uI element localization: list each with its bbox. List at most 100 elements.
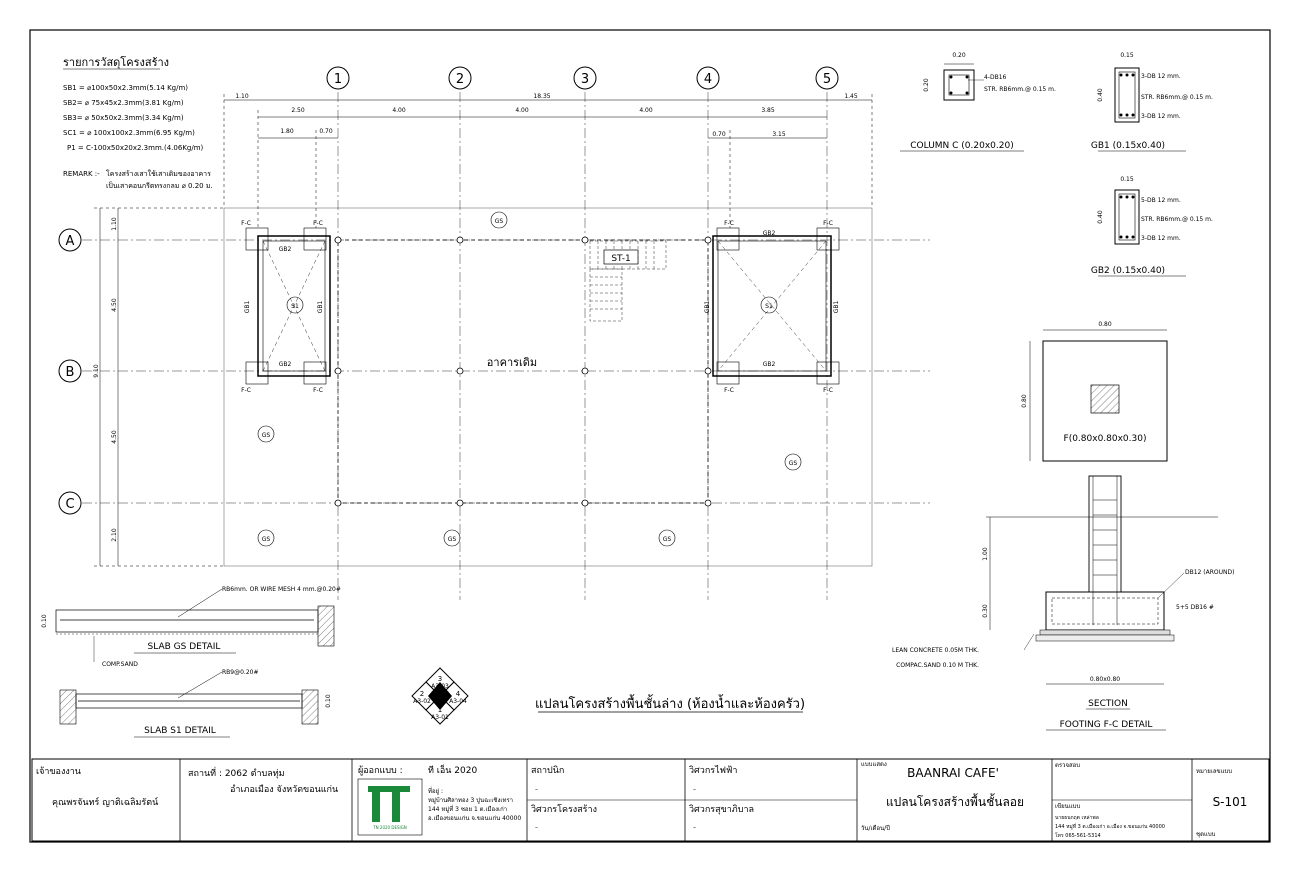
drawing-label: 4.00 <box>639 107 653 114</box>
drawing-label: เขียนแบบ <box>1055 802 1080 810</box>
drawing-label: หมายเลขแบบ <box>1196 768 1232 775</box>
drawing-label: GS <box>663 536 672 543</box>
structural-engineer-label: วิศวกรโครงสร้าง <box>531 804 597 815</box>
drawing-label: 5 <box>823 72 831 87</box>
drawing-label: STR. RB6mm.@ 0.15 m. <box>984 86 1056 93</box>
existing-building-outline <box>337 239 709 504</box>
drawing-label: RB6mm. OR WIRE MESH 4 mm.@0.20# <box>222 586 341 593</box>
drawing-label: COMPAC.SAND 0.10 M THK. <box>896 662 979 669</box>
drawing-label: GS <box>495 218 504 225</box>
grid-bubble-2: 2 <box>448 66 472 90</box>
drawing-label: 2 <box>456 72 464 87</box>
drawing-label: 0.30 <box>982 604 989 618</box>
drawing-label: แบบแสดง <box>861 761 887 768</box>
grid-bubble-A: A <box>58 228 82 252</box>
gb1-detail: 0.15 0.40 3-DB 12 mm. STR. RB6mm.@ 0.15 … <box>1091 52 1213 152</box>
drawing-label: STR. RB6mm.@ 0.15 m. <box>1141 94 1213 101</box>
drawing-label: F-C <box>724 220 734 227</box>
sheet-border <box>29 29 1271 843</box>
plan-title: แปลนโครงสร้างพื้นชั้นล่าง (ห้องน้ำและห้อ… <box>535 694 805 712</box>
drawing-label: GB2 <box>279 361 292 368</box>
owner-label: เจ้าของงาน <box>36 766 81 777</box>
drawing-label: 4-DB16 <box>984 74 1007 81</box>
drawing-label: 144 หมู่ที่ 3 ต.เมืองเก่า อ.เมือง จ.ขอนแ… <box>1055 823 1165 830</box>
drawing-label: 1.80 <box>280 128 294 135</box>
grid-bubble-1: 1 <box>326 66 350 90</box>
drawing-label: 18.35 <box>533 93 550 100</box>
grid-bubbles: 1 2 3 4 5 A B C <box>58 66 839 515</box>
drawing-label: 0.70 <box>712 131 726 138</box>
drawing-label: DB12 (AROUND) <box>1185 569 1234 576</box>
drawing-label: GB1 <box>833 301 840 314</box>
drawing-label: F-C <box>724 387 734 394</box>
drawing-label: 1.10 <box>111 217 118 231</box>
gb2-detail-title: GB2 (0.15x0.40) <box>1091 266 1165 276</box>
material-line: SB3= ⌀ 50x50x2.3mm(3.34 Kg/m) <box>63 114 184 122</box>
left-dimensions <box>94 207 224 567</box>
drawing-label: 0.20 <box>952 52 966 59</box>
drawing-label: S1 <box>291 303 299 310</box>
structural-plan <box>82 92 930 600</box>
material-line: SC1 = ⌀ 100x100x2.3mm(6.95 Kg/m) <box>63 129 195 137</box>
sheet-title: แปลนโครงสร้างพื้นชั้นลอย <box>886 793 1024 809</box>
gb1-detail-title: GB1 (0.15x0.40) <box>1091 141 1165 151</box>
site-line2: อำเภอเมือง จังหวัดขอนแก่น <box>230 784 338 795</box>
material-line: SB1 = ⌀100x50x2.3mm(5.14 Kg/m) <box>63 84 188 92</box>
drawing-label: ที่อยู่ : <box>428 787 443 795</box>
grid-bubble-C: C <box>58 491 82 515</box>
site-label: สถานที่ : 2062 ตำบลทุ่ม <box>188 766 285 779</box>
drawing-label: SLAB S1 DETAIL <box>144 726 216 736</box>
drawing-label: F-C <box>313 387 323 394</box>
drawing-label: GB1 <box>704 301 711 314</box>
drawing-label: A3-01 <box>431 714 449 721</box>
sanitary-engineer-label: วิศวกรสุขาภิบาล <box>689 804 754 815</box>
drawing-label: ตรวจสอบ <box>1055 762 1080 769</box>
electrical-engineer-label: วิศวกรไฟฟ้า <box>689 765 737 776</box>
drawing-label: 3 <box>438 675 442 683</box>
footing-plan: 0.80 0.80 F(0.80x0.80x0.30) <box>1021 321 1168 462</box>
designer-name: ที เอ็น 2020 <box>428 763 477 776</box>
drawing-label: A3-03 <box>431 683 449 690</box>
key-plan-symbol: 3 A3-03 2 A3-02 4 A3-04 1 A3-01 <box>411 667 469 725</box>
drawing-label: 9.10 <box>93 364 100 378</box>
material-line: P1 = C-100x50x20x2.3mm.(4.06Kg/m) <box>67 144 204 152</box>
drawing-label: 0.70 <box>319 128 333 135</box>
title-block <box>31 758 1270 842</box>
drawing-label: 2 <box>420 690 424 698</box>
gb2-detail: 0.15 0.40 5-DB 12 mm. STR. RB6mm.@ 0.15 … <box>1091 176 1213 277</box>
designer-logo: TN 2020 DESIGN <box>368 786 410 830</box>
drawing-label: 144 หมู่ที่ 3 ซอย 1 ต.เมืองเก่า <box>428 805 507 813</box>
grid-bubble-B: B <box>58 359 82 383</box>
owner-name: คุณพรจันทร์ ญาติเฉลิมรัตน์ <box>52 796 158 808</box>
drawing-label: 0.80x0.80 <box>1090 676 1120 683</box>
slab-s1-detail: RB9@0.20# 0.10 SLAB S1 DETAIL <box>59 669 332 738</box>
drawing-label: 3-DB 12 mm. <box>1141 235 1181 242</box>
drawing-label: หมู่บ้านศิลาทอง 3 ปูนฉะเชิงเทรา <box>428 797 513 804</box>
drawing-label: GB1 <box>244 301 251 314</box>
materials-heading: รายการวัสดุโครงสร้าง <box>63 55 169 69</box>
drawing-label: F-C <box>241 220 251 227</box>
drawing-label: – <box>693 824 696 831</box>
stair-outline <box>589 240 667 322</box>
slab-tag-gs <box>257 211 802 547</box>
drawing-label: 1.10 <box>235 93 249 100</box>
footing-section-title: SECTION <box>1088 699 1128 709</box>
drawing-label: วัน/เดือน/ปี <box>861 824 890 832</box>
drawing-label: GB2 <box>279 246 292 253</box>
drawing-label: RB9@0.20# <box>222 669 259 676</box>
column-detail: 0.20 0.20 4-DB16 STR. RB6mm.@ 0.15 m. CO… <box>900 52 1056 152</box>
remark-line: โครงสร้างเสาใช้เสาเดิมของอาคาร <box>106 169 211 178</box>
drawing-label: 3-DB 12 mm. <box>1141 113 1181 120</box>
drawing-label: 0.10 <box>41 614 48 628</box>
drawing-label: 1.00 <box>982 547 989 561</box>
drawing-label: โทร 065-561-5314 <box>1055 832 1101 839</box>
material-line: SB2= ⌀ 75x45x2.3mm(3.81 Kg/m) <box>63 99 184 107</box>
drawing-label: 0.20 <box>923 78 930 92</box>
drawing-label: F-C <box>241 387 251 394</box>
drawing-label: A <box>66 234 75 249</box>
drawing-label: 3.85 <box>761 107 775 114</box>
drawing-label: B <box>66 365 75 380</box>
project-name: BAANRAI CAFE' <box>907 766 999 780</box>
materials-list: รายการวัสดุโครงสร้าง SB1 = ⌀100x50x2.3mm… <box>63 55 213 190</box>
